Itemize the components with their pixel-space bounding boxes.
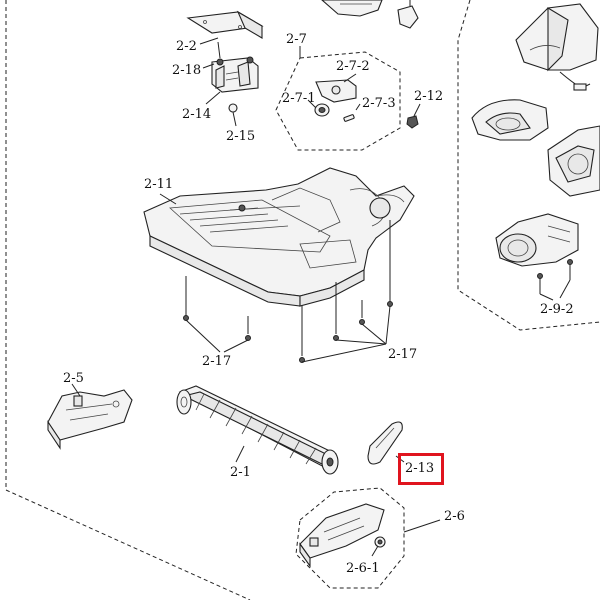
part-2-14-wheel-bracket: [211, 56, 259, 93]
part-2-13-belt: [367, 421, 403, 465]
part-2-9-2-screws: [537, 259, 573, 301]
part-2-7-1-knob: [307, 99, 330, 117]
label-2-5: 2-5: [63, 371, 84, 386]
part-right-neck-joint: [547, 125, 600, 197]
part-2-15-screw: [228, 103, 238, 127]
part-2-11-base-housing: [143, 167, 415, 307]
part-2-7-2-latch: [315, 73, 357, 103]
group-2-7-boundary: [275, 51, 401, 151]
group-boundary-line: [5, 0, 251, 601]
highlight-box-2-13: [398, 453, 444, 485]
part-right-lower-joint: [495, 213, 579, 267]
label-2-7-2: 2-7-2: [336, 59, 370, 74]
label-2-15: 2-15: [226, 129, 256, 144]
part-right-upper-housing: [515, 3, 599, 72]
label-2-6-1: 2-6-1: [346, 561, 380, 576]
part-2-17-screws: [183, 220, 393, 363]
label-2-12: 2-12: [414, 89, 444, 104]
label-2-17-right: 2-17: [388, 347, 418, 362]
label-2-14: 2-14: [182, 107, 212, 122]
label-2-11: 2-11: [144, 177, 174, 192]
label-2-1: 2-1: [230, 465, 251, 480]
part-right-swivel-ring: [471, 99, 549, 141]
label-2-7-1: 2-7-1: [282, 91, 316, 106]
part-top-small-bracket: [397, 0, 419, 29]
label-2-18: 2-18: [172, 63, 202, 78]
label-2-17-left: 2-17: [202, 354, 232, 369]
label-2-7: 2-7: [286, 32, 307, 47]
group-boundary-line-top: [457, 0, 600, 331]
part-2-2-bracket: [186, 10, 264, 39]
part-2-5-bumper: [47, 389, 133, 450]
label-2-13: 2-13: [405, 461, 435, 476]
part-right-cable: [559, 71, 591, 91]
part-2-1-brush-roll: [176, 385, 339, 475]
part-2-6-cover: [299, 503, 385, 568]
label-2-9-2: 2-9-2: [540, 302, 574, 317]
part-top-motor-housing: [321, 0, 383, 17]
part-2-7-3-pin: [343, 103, 361, 122]
label-2-2: 2-2: [176, 39, 197, 54]
part-2-12-clip: [406, 103, 421, 129]
label-2-7-3: 2-7-3: [362, 96, 396, 111]
group-2-6-boundary: [295, 487, 405, 589]
label-2-6: 2-6: [444, 509, 465, 524]
part-2-6-1-clip: [371, 536, 386, 557]
